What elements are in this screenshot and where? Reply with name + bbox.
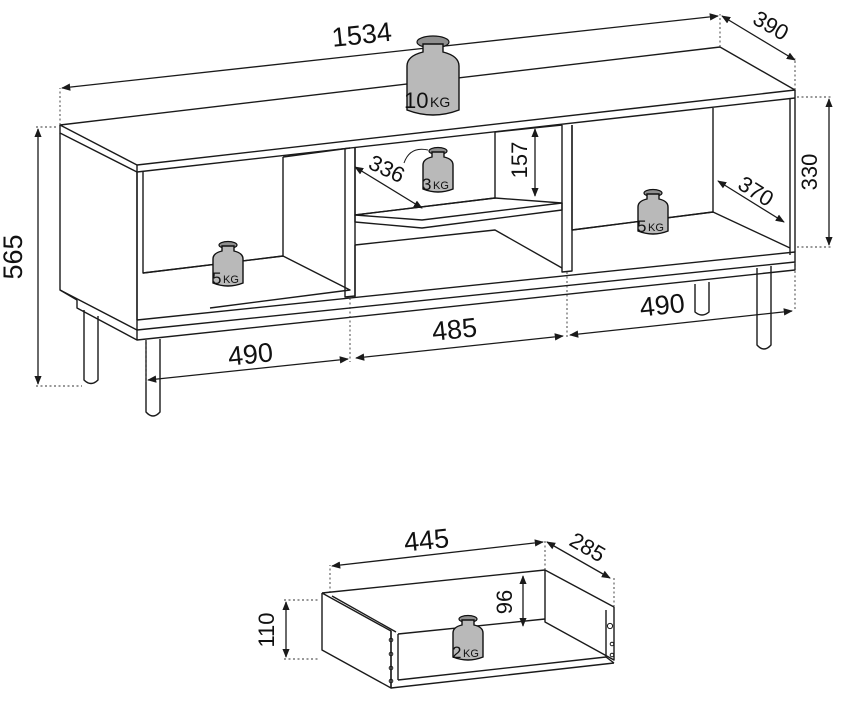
label-shelf-depth: 336 xyxy=(365,150,409,188)
cabinet-legs xyxy=(83,266,772,417)
weight-drawer-2kg-icon: 2 KG xyxy=(452,614,484,662)
dim-inner-height: 330 xyxy=(797,96,833,248)
label-total-height: 565 xyxy=(0,234,28,279)
dim-depth: 390 xyxy=(721,6,796,90)
drawer-left-inner xyxy=(331,595,397,633)
cabinet-top-front-line xyxy=(136,97,796,173)
weight-drawer-num: 2 xyxy=(452,643,461,662)
label-middle-width: 485 xyxy=(430,312,478,347)
weight-middle-unit: KG xyxy=(433,180,449,192)
right-divider xyxy=(561,125,573,273)
weight-middle-num: 3 xyxy=(422,175,431,194)
middle-shelf xyxy=(354,197,563,221)
drawer: 445 285 110 96 2 KG xyxy=(254,523,615,689)
weight-pointer-curve xyxy=(403,148,429,164)
left-compartment-inner xyxy=(142,157,284,274)
tv-cabinet: 1534 390 565 330 370 xyxy=(0,6,833,417)
left-divider-top xyxy=(282,147,351,158)
cabinet-bottom-front xyxy=(136,251,796,331)
middle-lower-back xyxy=(354,229,563,269)
label-right-width: 490 xyxy=(638,288,686,323)
label-inner-depth: 370 xyxy=(734,171,778,212)
cabinet-top-front-edge xyxy=(59,125,138,173)
leg-front-left xyxy=(145,339,161,417)
dim-shelf-height: 157 xyxy=(507,128,539,197)
middle-top-line xyxy=(494,124,563,133)
drawer-left-side xyxy=(321,592,392,689)
label-total-width: 1534 xyxy=(330,17,393,53)
dim-inner-depth: 370 xyxy=(717,171,785,223)
drawer-bottom-front xyxy=(390,662,615,689)
weight-right-unit: KG xyxy=(648,222,664,234)
dim-right-width: 490 xyxy=(569,262,796,338)
label-drawer-width: 445 xyxy=(402,523,450,558)
dim-drawer-inner-height: 96 xyxy=(492,575,527,627)
dim-drawer-width: 445 xyxy=(329,523,546,593)
dim-left-width: 490 xyxy=(145,298,351,383)
drawer-holes xyxy=(388,622,615,684)
label-shelf-height: 157 xyxy=(507,142,532,179)
dim-drawer-height: 110 xyxy=(254,599,320,660)
weight-top-10kg-icon: 10 KG xyxy=(404,35,460,116)
weight-top-unit: KG xyxy=(430,94,450,110)
dim-middle-width: 485 xyxy=(355,272,568,361)
left-divider xyxy=(344,148,356,298)
weight-middle-3kg-icon: 3 KG xyxy=(422,146,454,194)
right-compartment-floor xyxy=(571,211,791,249)
left-compartment-floor xyxy=(142,255,351,309)
leg-back-left xyxy=(83,310,99,385)
label-drawer-height: 110 xyxy=(254,612,279,647)
drawer-right-front xyxy=(605,610,615,664)
weight-left-unit: KG xyxy=(223,274,239,286)
leg-front-right xyxy=(756,266,772,350)
label-drawer-inner-height: 96 xyxy=(492,590,517,614)
drawer-right-side xyxy=(544,570,615,661)
label-inner-height: 330 xyxy=(797,154,822,191)
cabinet-left-side xyxy=(59,133,138,331)
drawer-bottom-inner xyxy=(397,656,607,681)
dim-shelf-depth: 336 xyxy=(354,148,429,209)
weight-left-5kg-icon: 5 KG xyxy=(212,240,244,288)
weight-top-num: 10 xyxy=(404,88,428,113)
weight-drawer-unit: KG xyxy=(463,648,479,660)
dim-drawer-depth: 285 xyxy=(546,527,615,607)
leg-back-right xyxy=(694,282,710,316)
dim-total-height: 565 xyxy=(0,126,82,387)
label-left-width: 490 xyxy=(226,337,274,372)
weight-right-5kg-icon: 5 KG xyxy=(637,188,669,236)
weight-right-num: 5 xyxy=(637,217,646,236)
label-depth: 390 xyxy=(749,6,793,46)
drawer-back xyxy=(321,569,615,608)
weight-left-num: 5 xyxy=(212,269,221,288)
label-drawer-depth: 285 xyxy=(565,527,609,567)
dim-total-width: 1534 xyxy=(59,13,721,125)
cabinet-bottom-left xyxy=(59,289,78,301)
